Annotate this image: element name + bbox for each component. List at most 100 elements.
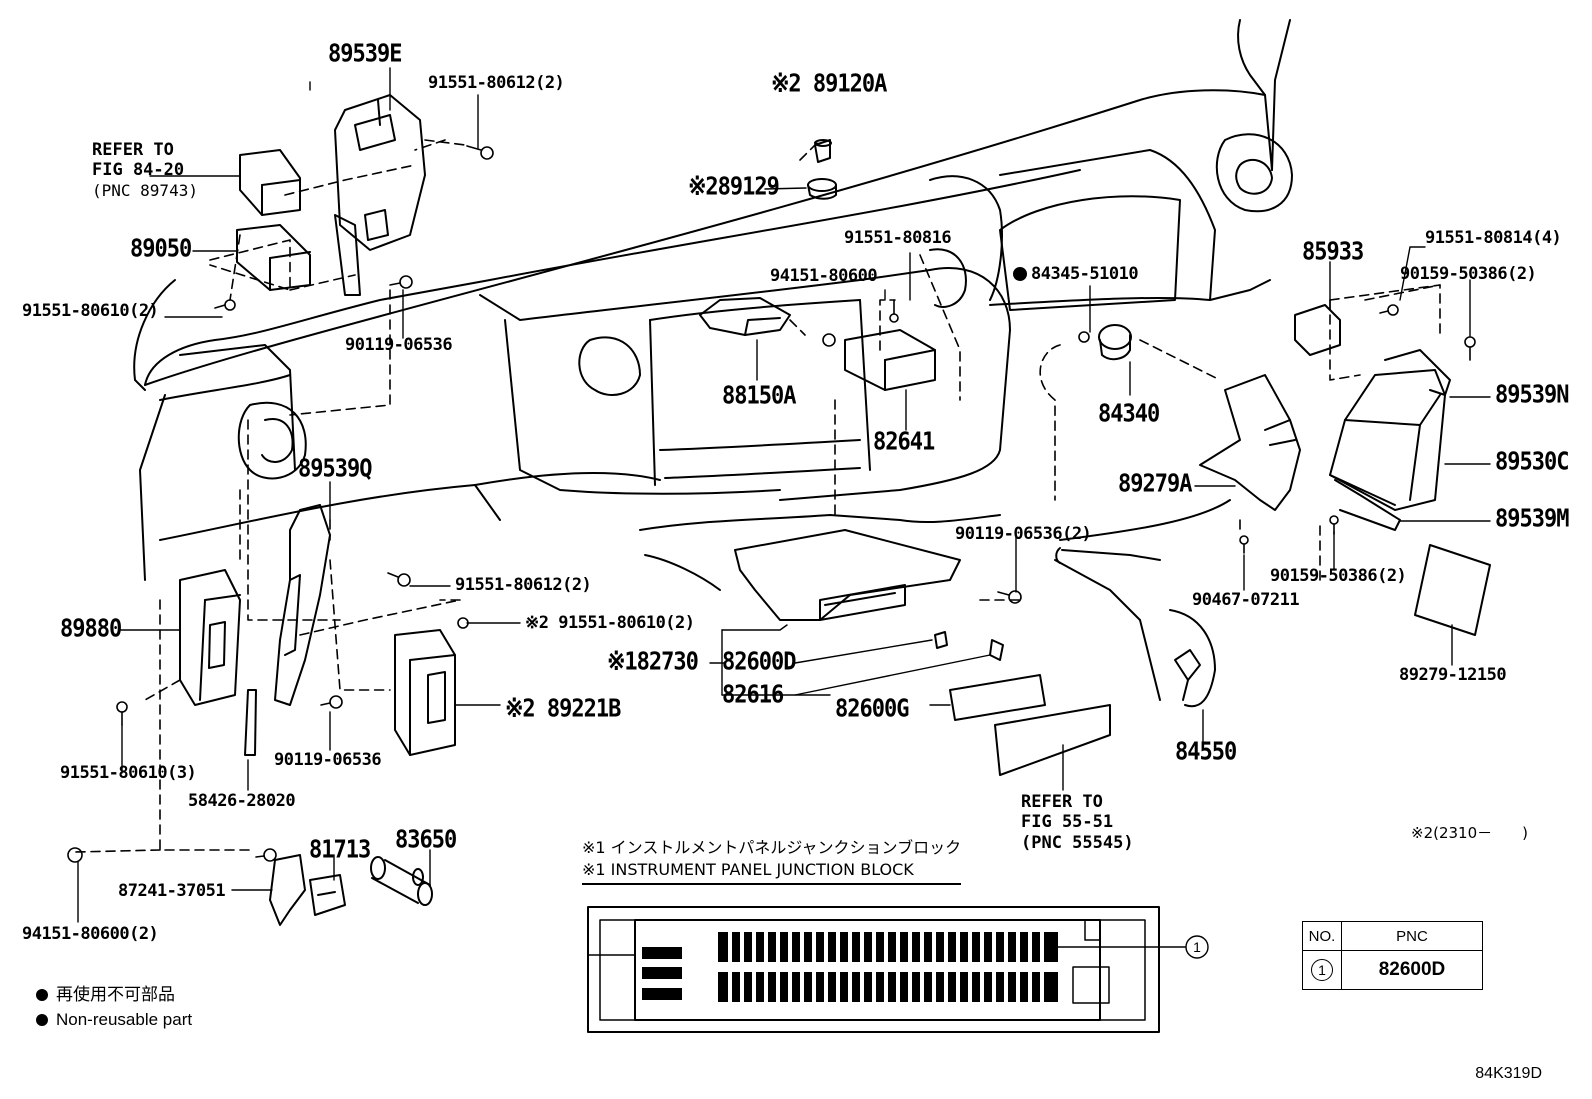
component-refer-55-51-panel (994, 704, 1111, 776)
pnc-table-header-no: NO. (1302, 921, 1342, 951)
label-84340: 84340 (1098, 399, 1160, 429)
jb-callout-label: 1 (1193, 939, 1201, 955)
label-84345-51010: 84345-51010 (1031, 264, 1139, 284)
filled-circle-icon (36, 1014, 48, 1026)
legend-text-en: Non-reusable part (56, 1010, 193, 1029)
label-87241-37051: 87241-37051 (118, 881, 226, 901)
label-90119-06536-2: 90119-06536(2) (955, 524, 1092, 544)
legend: 再使用不可部品 Non-reusable part (36, 982, 192, 1032)
component-81713-connector (309, 874, 346, 916)
label-91551-80610-3: 91551-80610(3) (60, 763, 197, 783)
component-89279A-cover (1199, 374, 1301, 511)
component-82616-connector (989, 639, 1004, 661)
label-90467-07211: 90467-07211 (1192, 590, 1300, 610)
refer-fig-55-51: REFER TO FIG 55-51 (PNC 55545) (1021, 792, 1134, 853)
component-89530C-ecu (1329, 369, 1446, 511)
label-81713: 81713 (309, 835, 371, 865)
legend-text-jp: 再使用不可部品 (56, 985, 175, 1004)
label-89539Q: 89539Q (298, 454, 372, 484)
label-91551-80610-2-mid: ※2 91551-80610(2) (525, 613, 695, 633)
refer-fig-84-20: REFER TO FIG 84-20 (PNC 89743) (92, 140, 198, 201)
legend-item-en: Non-reusable part (36, 1007, 192, 1032)
label-91551-80816: 91551-80816 (844, 228, 952, 248)
pnc-table-row-no: 1 (1302, 950, 1342, 990)
component-89880-module (179, 569, 241, 706)
component-88150A-bracket (699, 297, 791, 336)
ref2-line2: FIG 55-51 (1021, 812, 1114, 833)
component-89539N-bracket (1384, 349, 1451, 396)
label-89539E: 89539E (328, 39, 402, 69)
label-91551-80610-2-left: 91551-80610(2) (22, 301, 159, 321)
label-82600G: 82600G (835, 694, 909, 724)
label-90119-06536-bot: 90119-06536 (274, 750, 382, 770)
instrument-panel-outline (133, 19, 1293, 708)
filled-circle-icon (36, 989, 48, 1001)
label-85933: 85933 (1302, 237, 1364, 267)
label-90159-50386-2-bot: 90159-50386(2) (1270, 566, 1407, 586)
ref1-line3: (PNC 89743) (92, 180, 198, 200)
label-89880: 89880 (60, 614, 122, 644)
component-89221B-module (394, 629, 456, 756)
label-82616: 82616 (722, 680, 784, 710)
label-89129: ※289129 (688, 172, 780, 202)
date-range-note: ※2(2310－ ) (1411, 824, 1528, 842)
component-58426-28020-strip (244, 689, 257, 756)
solid-leaders (77, 67, 1491, 923)
label-90159-50386-2-top: 90159-50386(2) (1400, 264, 1537, 284)
ref1-line1: REFER TO (92, 140, 174, 160)
ref2-line1: REFER TO (1021, 792, 1103, 812)
component-89539E-bracket (334, 94, 426, 296)
label-82730: ※182730 (607, 647, 699, 677)
junction-block-drawing: 1 (587, 906, 1209, 1033)
label-89279-12150: 89279-12150 (1399, 665, 1507, 685)
figure-code: 84K319D (1475, 1065, 1542, 1082)
label-83650: 83650 (395, 825, 457, 855)
label-58426-28020: 58426-28020 (188, 791, 296, 811)
label-89539M: 89539M (1495, 504, 1569, 534)
label-89221B: ※2 89221B (505, 694, 621, 724)
pnc-table: NO. PNC 1 82600D (1302, 921, 1483, 990)
component-84340-switch (1098, 324, 1132, 361)
junction-block-title-en: ※1 INSTRUMENT PANEL JUNCTION BLOCK (582, 859, 962, 885)
component-89539M-bracket (1334, 479, 1401, 531)
component-82600G-cover (949, 674, 1046, 721)
component-87241-37051-bracket (269, 854, 306, 926)
component-82730-connector (934, 631, 948, 649)
label-82600D: 82600D (722, 647, 796, 677)
ref2-line3: (PNC 55545) (1021, 832, 1134, 853)
label-89539N: 89539N (1495, 380, 1569, 410)
component-refer-84-20-module (239, 149, 301, 216)
bolt-icons (67, 145, 1476, 863)
label-90119-06536-top: 90119-06536 (345, 335, 453, 355)
component-82600D-junction-block (734, 529, 961, 621)
label-82641: 82641 (873, 427, 935, 457)
label-88150A: 88150A (722, 381, 796, 411)
pnc-row-number-circle: 1 (1311, 959, 1333, 981)
label-84550: 84550 (1175, 737, 1237, 767)
dashed-leaders (74, 139, 1441, 853)
component-89120A-clip (814, 139, 832, 163)
label-89120A: ※2 89120A (771, 69, 887, 99)
ref1-line2: FIG 84-20 (92, 160, 185, 181)
label-91551-80612-2-top: 91551-80612(2) (428, 73, 565, 93)
non-reusable-mark-icon (1013, 267, 1027, 281)
label-89050: 89050 (130, 234, 192, 264)
label-94151-80600-2: 94151-80600(2) (22, 924, 159, 944)
label-94151-80600: 94151-80600 (770, 266, 878, 286)
label-91551-80612-2-mid: 91551-80612(2) (455, 575, 592, 595)
label-89279A: 89279A (1118, 469, 1192, 499)
label-89530C: 89530C (1495, 447, 1569, 477)
component-89050-module (236, 224, 311, 291)
component-89279-12150-pad (1414, 544, 1491, 636)
component-89129-grommet (807, 178, 837, 200)
legend-item-jp: 再使用不可部品 (36, 982, 192, 1007)
pnc-table-row-pnc: 82600D (1341, 950, 1483, 990)
fuse-slot-gaps (728, 930, 1044, 1004)
junction-block-title: ※1 インストルメントパネルジャンクションブロック ※1 INSTRUMENT … (582, 837, 962, 885)
pnc-table-header-pnc: PNC (1341, 921, 1483, 951)
component-89539Q-bracket (274, 504, 331, 706)
junction-block-title-jp: ※1 インストルメントパネルジャンクションブロック (582, 838, 962, 857)
component-83650-cylinder (370, 856, 433, 906)
label-91551-80814-4: 91551-80814(4) (1425, 228, 1562, 248)
